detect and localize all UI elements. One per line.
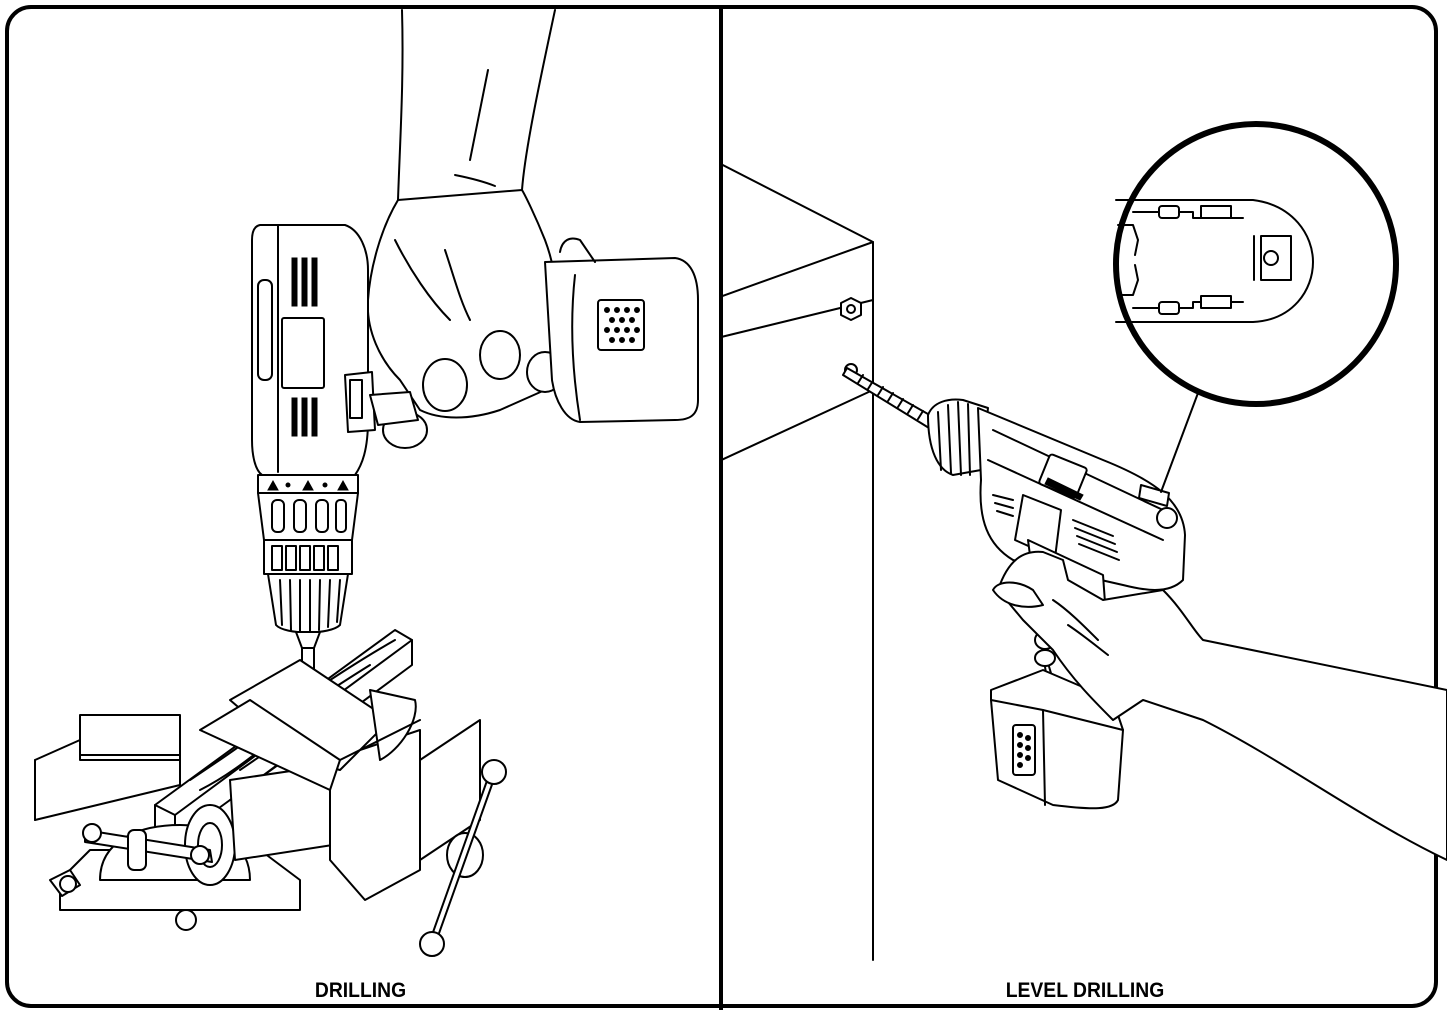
level-drilling-caption: LEVEL DRILLING [1005,979,1165,1002]
battery-pack [990,669,1124,810]
zoom-circle [1113,121,1399,407]
arm [397,9,556,201]
drill-body [251,224,419,476]
panel-divider [719,7,723,1010]
level-bubble [1263,250,1279,266]
drilling-panel: DRILLING [0,0,721,1013]
drilling-caption: DRILLING [314,979,407,1002]
level-drilling-panel: LEVEL DRILLING [723,0,1447,1013]
battery-vents [604,307,640,343]
drilling-illustration [34,9,699,957]
level-drilling-illustration [723,121,1447,961]
drill-chuck [257,474,359,709]
level-zoom-callout [1113,121,1399,493]
hand [992,550,1447,861]
cabinet [723,163,874,961]
bench-vise [34,659,507,957]
battery-pack [544,237,699,423]
